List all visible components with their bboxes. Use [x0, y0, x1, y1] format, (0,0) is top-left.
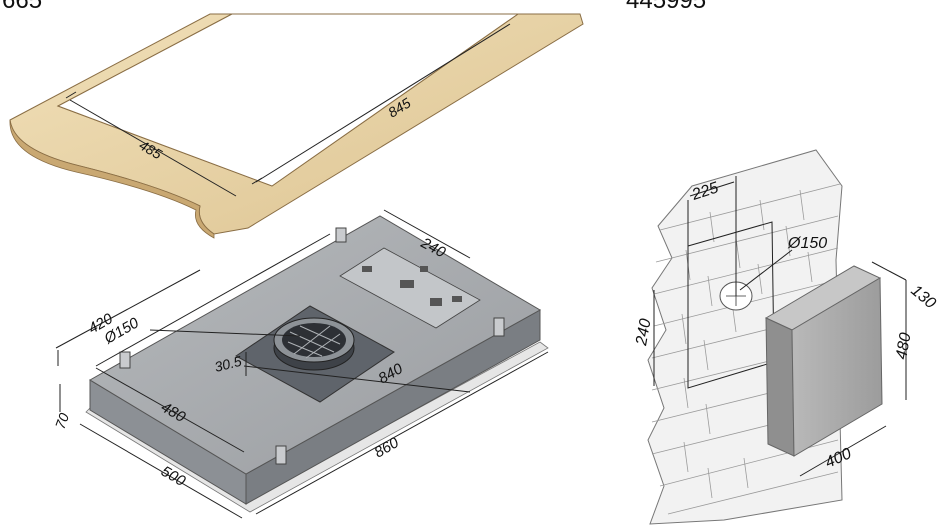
cutout-opening: [56, 13, 520, 187]
dim-label-box-depth: 130: [907, 282, 938, 312]
dim-line-485: [69, 99, 237, 197]
dim-label-duct-height: 30.5: [213, 353, 244, 375]
chimney-box-side: [791, 277, 883, 457]
worktop-cutout-drawing: 485 845: [9, 13, 584, 239]
chimney-box-front: [765, 317, 795, 457]
dim-label-hole-diameter: Ø150: [787, 235, 827, 252]
dim-line-845: [255, 23, 511, 183]
dim-label-hole-offset-y: 240: [633, 317, 655, 347]
worktop-front-edge: [9, 119, 215, 239]
cooker-hood-drawing: 240 420 Ø150 30.5 840 480 70 860 500: [52, 209, 549, 519]
dim-label-hood-height: 70: [52, 411, 72, 431]
header-right-code: 445995: [626, 0, 706, 14]
duct-outlet-grille: [282, 323, 346, 357]
mounting-bracket: [119, 351, 131, 369]
dim-label-box-height: 480: [893, 331, 914, 360]
header-left-code: 665: [2, 0, 42, 14]
wall-installation-drawing: 225 Ø150 240 130 480 400: [633, 149, 939, 525]
